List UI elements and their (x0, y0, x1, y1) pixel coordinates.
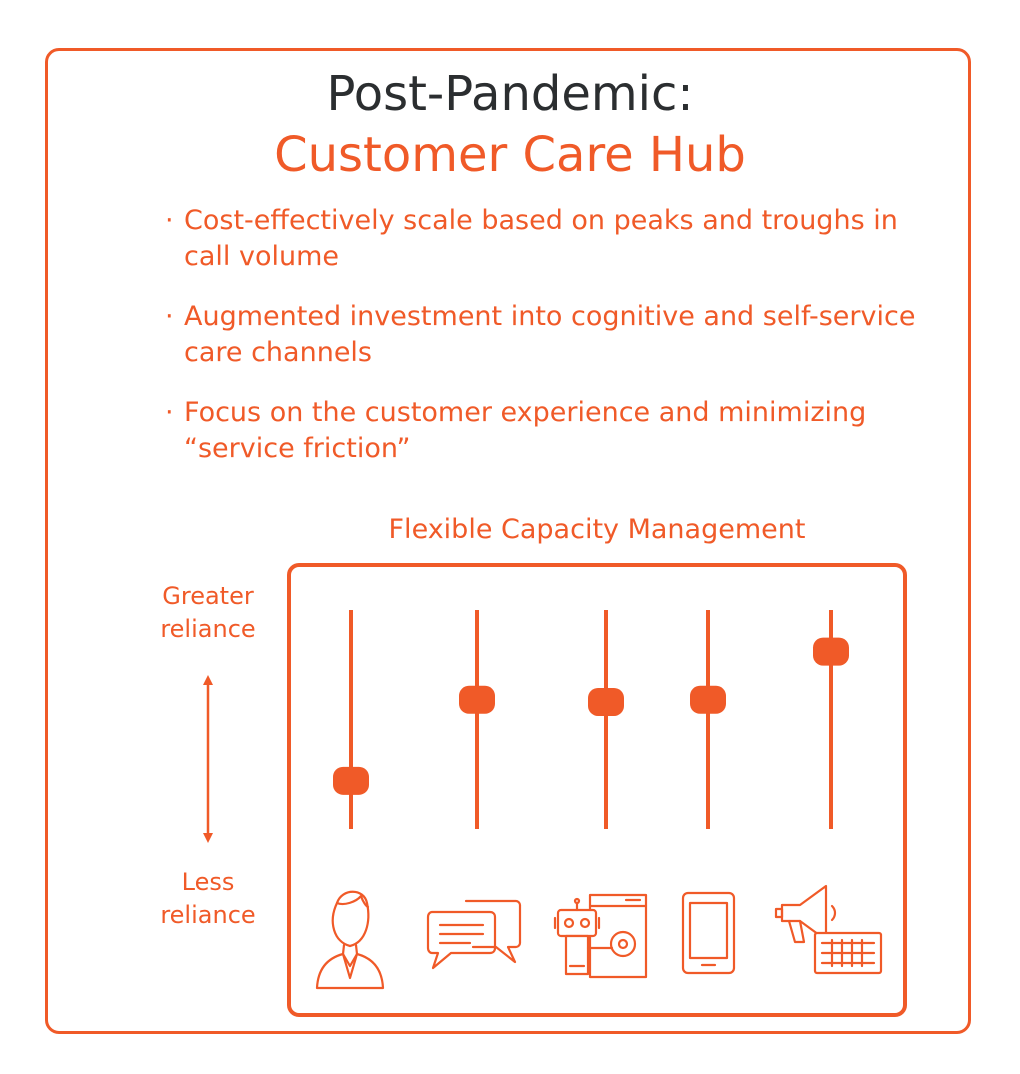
slider-knob-chatbot[interactable] (588, 687, 624, 716)
chat-bubbles-icon (426, 899, 522, 970)
slider-knob-agent[interactable] (333, 766, 369, 795)
slider-knob-chat-bubbles[interactable] (459, 685, 495, 714)
page-title: Post-Pandemic: (326, 66, 694, 122)
axis-label-greater: Greater reliance (160, 582, 256, 643)
slider-knob-mobile-phone[interactable] (690, 685, 726, 714)
axis-label-less: Less reliance (160, 868, 256, 929)
bullet-marker: · (165, 301, 174, 332)
bullet-marker: · (165, 205, 174, 236)
megaphone-keyboard-icon (774, 884, 883, 975)
bullet-item: · Augmented investment into cognitive an… (165, 299, 925, 371)
slider-group (333, 610, 849, 829)
bullet-list: · Cost-effectively scale based on peaks … (165, 203, 925, 491)
bullet-text: Focus on the customer experience and min… (184, 397, 867, 464)
mobile-phone-icon (681, 891, 736, 975)
bullet-text: Cost-effectively scale based on peaks an… (184, 205, 898, 272)
agent-icon (315, 890, 385, 990)
chart-title: Flexible Capacity Management (388, 514, 806, 545)
slider-knob-megaphone-keyboard[interactable] (813, 637, 849, 666)
chatbot-icon (553, 893, 648, 979)
bullet-marker: · (165, 397, 174, 428)
slider-panel (287, 563, 907, 1017)
outer-frame (45, 48, 971, 1034)
bullet-item: · Focus on the customer experience and m… (165, 395, 925, 467)
page-subtitle: Customer Care Hub (274, 127, 746, 183)
bullet-item: · Cost-effectively scale based on peaks … (165, 203, 925, 275)
bullet-text: Augmented investment into cognitive and … (184, 301, 916, 368)
